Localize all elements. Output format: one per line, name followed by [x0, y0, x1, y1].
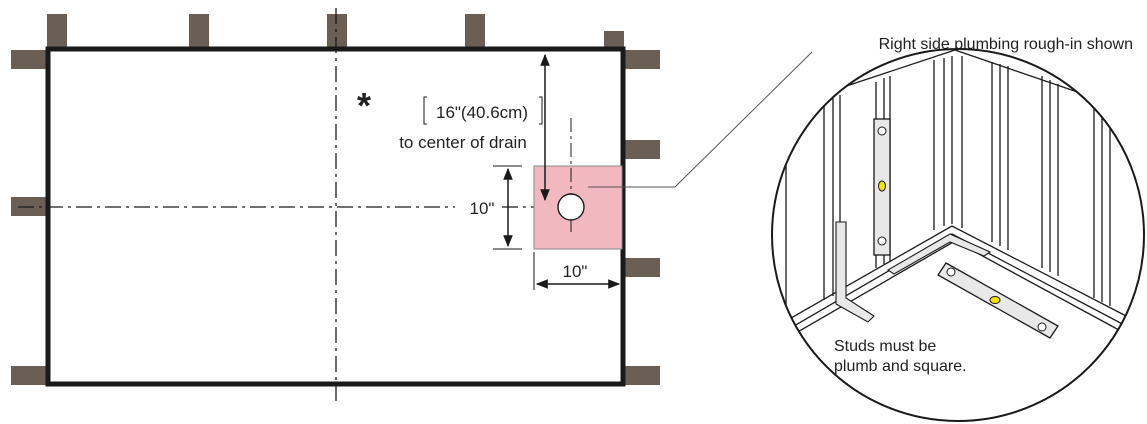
callout-title: Right side plumbing rough-in shown: [879, 36, 1133, 53]
stud: [622, 50, 660, 69]
stud: [622, 258, 660, 277]
drain-width-label: 10": [563, 262, 588, 281]
stud: [189, 14, 209, 50]
spirit-level-icon: [937, 262, 1059, 339]
distance-caption: to center of drain: [399, 133, 527, 152]
stud: [11, 366, 49, 385]
spirit-level-icon: [873, 118, 891, 256]
drain-height-label: 10": [470, 199, 495, 218]
stud: [604, 31, 624, 50]
callout-leader-line: [588, 51, 813, 188]
right-bracket: [539, 96, 543, 125]
floor-plan: * 16"(40.6cm) to center of drain 10" 10": [11, 8, 813, 404]
stud: [11, 50, 49, 69]
studs-left: [11, 50, 49, 385]
distance-bracket-label: 16"(40.6cm): [436, 103, 528, 122]
studs-top: [47, 14, 624, 50]
note-line-1: Studs must be: [834, 338, 936, 355]
stud: [465, 14, 485, 50]
drain-hole-icon: [557, 193, 585, 221]
stud: [47, 14, 67, 50]
distance-label-group: 16"(40.6cm) to center of drain: [399, 96, 543, 152]
stud: [327, 14, 347, 50]
framing-square-icon: [835, 221, 992, 323]
detail-callout: Studs must be plumb and square.: [771, 48, 1145, 422]
note-line-2: plumb and square.: [834, 358, 967, 375]
studs-right: [622, 50, 660, 385]
asterisk-marker: *: [357, 85, 371, 126]
left-bracket: [423, 96, 427, 125]
stud: [622, 366, 660, 385]
stud: [622, 140, 660, 159]
